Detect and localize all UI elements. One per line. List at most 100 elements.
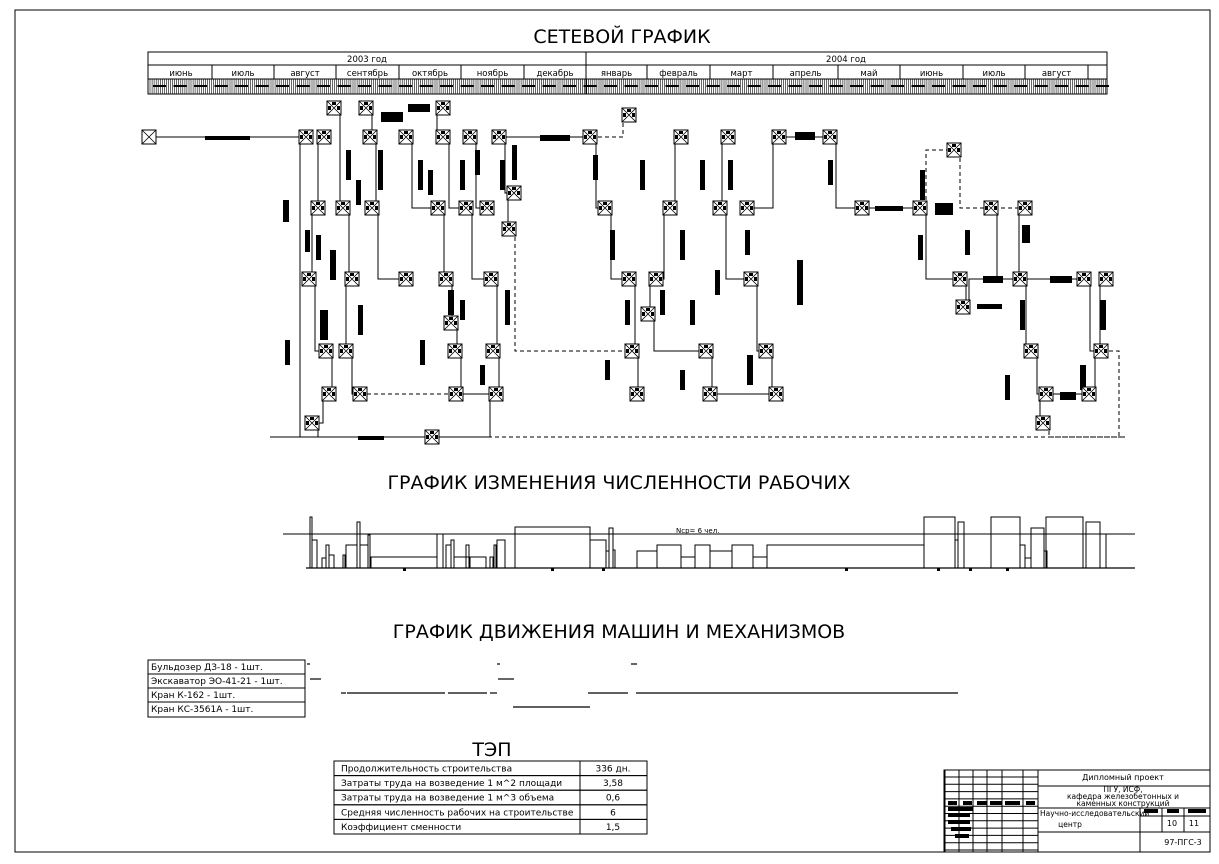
event-node-mark [349, 349, 352, 353]
work-duration-bar [593, 155, 598, 180]
week-mark [911, 85, 925, 87]
event-node-mark [368, 131, 372, 134]
redacted-signature [1005, 801, 1020, 805]
event-node [352, 386, 368, 402]
event-node-mark [954, 277, 957, 281]
event-node-cross [912, 200, 928, 216]
worker-count-bar [1085, 521, 1101, 569]
event-node-mark [723, 206, 726, 210]
work-duration-bar [690, 300, 695, 325]
event-node-mark [459, 392, 462, 396]
week-mark [522, 85, 535, 87]
event-node-mark [370, 202, 374, 205]
event-node-mark [588, 131, 592, 134]
event-node-mark [494, 277, 497, 281]
worker-count-bar [589, 539, 607, 569]
event-node [702, 386, 718, 402]
event-node-mark [914, 206, 917, 210]
event-node-mark [341, 202, 345, 205]
event-node-mark [679, 131, 683, 134]
event-node [624, 343, 640, 359]
event-node-cross [1038, 386, 1054, 402]
event-node-mark [400, 277, 403, 281]
event-node [1081, 386, 1097, 402]
event-node-mark [1044, 388, 1048, 391]
event-node [447, 343, 463, 359]
axis-marker [602, 568, 605, 571]
event-node [952, 271, 968, 287]
event-node [946, 142, 962, 158]
sheet-number: 10 [1167, 819, 1177, 828]
event-node-mark [923, 206, 926, 210]
event-node [298, 129, 314, 145]
activity-arrow [720, 136, 728, 209]
event-node-cross [462, 129, 478, 145]
worker-count-bar [636, 550, 658, 569]
event-node-cross [344, 271, 360, 287]
month-label: август [290, 69, 319, 79]
event-node-cross [629, 386, 645, 402]
event-node-mark [782, 135, 785, 139]
activity-arrow [312, 422, 432, 438]
worker-count-bar [359, 544, 369, 569]
event-node-mark [824, 135, 827, 139]
work-duration-bar [420, 340, 425, 365]
event-node-mark [626, 349, 629, 353]
worker-count-bar [489, 556, 494, 569]
event-node-mark [507, 223, 511, 226]
event-node [597, 200, 613, 216]
event-node-mark [441, 131, 445, 134]
work-duration-bar [1100, 300, 1106, 330]
week-mark [1034, 85, 1048, 87]
redacted-signature [1188, 809, 1206, 813]
event-node-mark [1078, 277, 1081, 281]
event-node-mark [627, 109, 631, 112]
dummy-dependency-arrow [1101, 350, 1125, 438]
event-node-mark [369, 106, 372, 110]
work-duration-bar [640, 160, 645, 190]
work-duration-bar [356, 180, 361, 205]
event-node-mark [952, 144, 956, 147]
activity-arrow [343, 207, 352, 280]
event-node-mark [449, 277, 452, 281]
event-node-mark [309, 135, 312, 139]
event-node-mark [664, 206, 667, 210]
week-mark [276, 85, 289, 87]
event-node-mark [627, 273, 631, 276]
event-node-cross [640, 306, 656, 322]
event-node-mark [364, 135, 367, 139]
event-node-cross [743, 271, 759, 287]
event-node-cross [597, 200, 613, 216]
week-mark [952, 85, 966, 87]
event-node-mark [745, 277, 748, 281]
event-node-cross [491, 129, 507, 145]
event-node-mark [300, 135, 303, 139]
axis-marker [1006, 568, 1009, 571]
week-mark [419, 85, 433, 87]
event-node-mark [458, 349, 461, 353]
worker-count-bar [436, 533, 444, 569]
event-node [310, 200, 326, 216]
event-node-mark [1014, 277, 1017, 281]
week-mark [727, 85, 740, 87]
title-block [943, 769, 1211, 853]
workers-chart [283, 516, 1135, 571]
event-node-cross [758, 343, 774, 359]
event-node-cross [448, 386, 464, 402]
event-node-mark [508, 191, 511, 195]
event-node-cross [955, 299, 971, 315]
dummy-dependency-arrow [920, 149, 954, 209]
event-node-cross [310, 200, 326, 216]
event-node-mark [608, 206, 611, 210]
week-mark [932, 85, 945, 87]
month-label: декабрь [536, 69, 573, 79]
activity-arrow [334, 107, 343, 209]
event-node-cross [298, 129, 314, 145]
event-node-mark [327, 388, 331, 391]
network-diagram [141, 100, 1125, 445]
event-node [822, 129, 838, 145]
worker-count-bar [608, 527, 614, 569]
drawing-code: 97-ПГС-3 [1164, 838, 1202, 847]
network-title: СЕТЕВОЙ ГРАФИК [533, 25, 711, 48]
